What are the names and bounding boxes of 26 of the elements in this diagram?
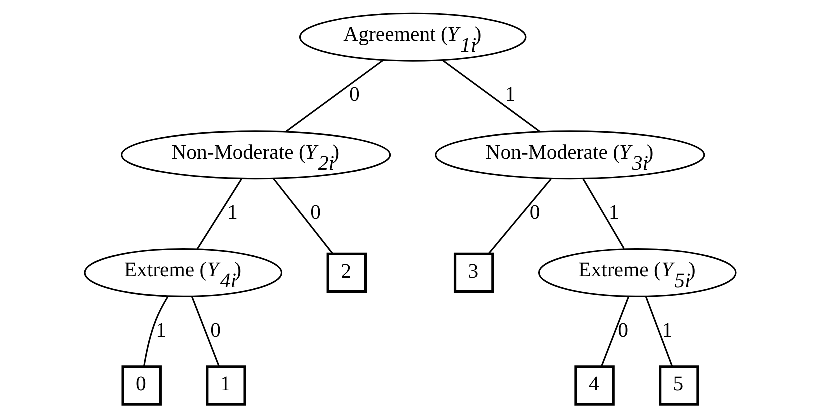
connector <box>196 178 242 250</box>
node-box: 5 <box>659 366 700 406</box>
edge-label: 0 <box>310 202 321 224</box>
edge-label: 1 <box>662 320 673 342</box>
node-box: 4 <box>574 366 615 406</box>
connector <box>192 296 220 367</box>
node-box: 1 <box>206 366 246 406</box>
edge-label: 1 <box>609 202 620 224</box>
edge-label: 0 <box>618 320 629 342</box>
edge-label: 0 <box>350 84 360 106</box>
connector <box>273 178 334 254</box>
connector <box>582 178 625 250</box>
edge-label: 1 <box>505 84 516 106</box>
connector <box>488 178 552 254</box>
node-box: 3 <box>454 252 494 294</box>
connector <box>286 60 384 132</box>
connector <box>600 296 630 367</box>
edge-label: 0 <box>530 202 540 224</box>
node-box: 2 <box>326 252 368 294</box>
edge-label: 0 <box>210 320 222 342</box>
connector <box>442 60 540 132</box>
edge-label: 1 <box>228 202 238 224</box>
connector <box>646 296 674 367</box>
node-box: 0 <box>122 366 162 406</box>
edge-label: 1 <box>156 320 167 342</box>
connector <box>144 296 169 367</box>
